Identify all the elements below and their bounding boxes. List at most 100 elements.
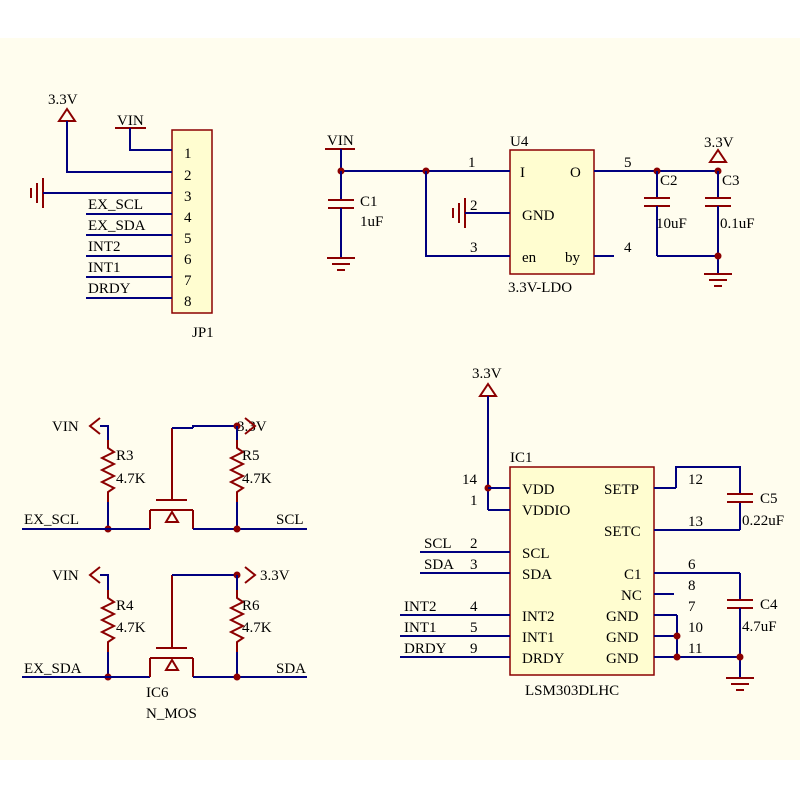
ic1-net-int1: INT1 [404,620,437,636]
u4-body [509,149,595,275]
shifter-scl-v33-label: 3.3V [237,419,267,435]
c3-ref: C3 [722,173,740,189]
r6-value: 4.7K [242,620,272,636]
u4-num-1: 1 [468,155,476,171]
shifter-sda-v33-label: 3.3V [260,568,290,584]
ic1-pin-vdd: VDD [522,482,555,498]
ic1-pin-int2: INT2 [522,609,555,625]
u4-pin-en: en [522,250,537,266]
jp1-body [171,129,213,314]
ic1-pin-sda: SDA [522,567,552,583]
shifter-sda-vin-label: VIN [52,568,79,584]
power-arrow-icon [88,566,101,584]
ldo-vin-label: VIN [327,133,354,149]
ic1-num-13: 13 [688,514,703,530]
ic1-net-int2: INT2 [404,599,437,615]
schematic-sheet [0,38,800,760]
u4-pin-by: by [565,250,581,266]
ic1-num-4: 4 [470,599,478,615]
jp1-pin-7: 7 [184,273,192,289]
ic1-num-2: 2 [470,536,478,552]
ic1-num-10: 10 [688,620,703,636]
resistor-r4 [99,590,117,652]
ic1-num-12: 12 [688,472,703,488]
u4-num-3: 3 [470,240,478,256]
resistor-r6 [228,590,246,652]
jp1-ref: JP1 [192,325,214,341]
power-arrow-icon [244,417,257,435]
jp1-net-ex-scl: EX_SCL [88,197,143,213]
ic1-pin-gnd-10: GND [606,630,639,646]
ic1-net-scl: SCL [424,536,452,552]
net-scl: SCL [276,512,304,528]
net-ex-scl: EX_SCL [24,512,79,528]
ic1-net-sda: SDA [424,557,454,573]
c4-value: 4.7uF [742,619,777,635]
ic1-pin-drdy: DRDY [522,651,565,667]
r5-value: 4.7K [242,471,272,487]
ic1-num-7: 7 [688,599,696,615]
ic1-pin-gnd-a: GND [606,609,639,625]
ic1-pin-gnd-11: GND [606,651,639,667]
r4-value: 4.7K [116,620,146,636]
jp1-pin-4: 4 [184,210,192,226]
ic1-net-drdy: DRDY [404,641,447,657]
ic1-num-11: 11 [688,641,702,657]
ground-icon [704,273,732,287]
ground-icon [726,677,754,691]
jp1-net-ex-sda: EX_SDA [88,218,146,234]
ic1-num-3: 3 [470,557,478,573]
jp1-net-int2: INT2 [88,239,121,255]
u4-pin-gnd: GND [522,208,555,224]
ic1-part: LSM303DLHC [525,683,619,699]
ic1-num-5: 5 [470,620,478,636]
power-arrow-icon [88,417,101,435]
resistor-r3 [99,440,117,502]
r4-ref: R4 [116,598,134,614]
ic1-pin-setc: SETC [604,524,641,540]
power-arrow-icon [244,566,257,584]
ic1-power-label: 3.3V [472,366,502,382]
ldo-section: U4 3.3V-LDO I O GND en by 1 2 3 4 5 VIN … [325,133,755,296]
level-shifter-scl: VIN R3 4.7K EX_SCL 3.3V R5 4.7K SCL [22,417,307,533]
net-sda: SDA [276,661,306,677]
shifter-scl-vin-label: VIN [52,419,79,435]
ic1-pin-c1: C1 [624,567,642,583]
r3-value: 4.7K [116,471,146,487]
ic1-pin-scl: SCL [522,546,550,562]
jp1-vin-label: VIN [117,113,144,129]
ic1-num-1: 1 [470,493,478,509]
level-shifter-sda: VIN R4 4.7K EX_SDA IC6 N_MOS 3.3V R6 4.7… [22,566,307,722]
u4-num-2: 2 [470,198,478,214]
nmos-transistor-icon [149,575,194,677]
ground-icon [327,257,355,271]
ic1-num-9: 9 [470,641,478,657]
ic1-pin-setp: SETP [604,482,639,498]
jp1-net-int1: INT1 [88,260,121,276]
nmos-transistor-icon [149,428,194,529]
c2-ref: C2 [660,173,678,189]
u4-num-5: 5 [624,155,632,171]
r3-ref: R3 [116,448,134,464]
c2-value: 10uF [656,216,687,232]
ic1-pin-nc: NC [621,588,642,604]
u4-pin-o: O [570,165,581,181]
ic1-ref: IC1 [510,450,533,466]
u4-pin-i: I [520,165,525,181]
jp1-pin-2: 2 [184,168,192,184]
fet-ref: IC6 [146,685,169,701]
fet-type: N_MOS [146,706,197,722]
c3-value: 0.1uF [720,216,755,232]
jp1-pin-5: 5 [184,231,192,247]
jp1-pin-1: 1 [184,146,192,162]
ic1-body [509,466,655,676]
ic1-num-8: 8 [688,578,696,594]
jp1-pin-8: 8 [184,294,192,310]
ic1-num-6: 6 [688,557,696,573]
u4-num-4: 4 [624,240,632,256]
c5-ref: C5 [760,491,778,507]
jp1-pin-6: 6 [184,252,192,268]
net-ex-sda: EX_SDA [24,661,82,677]
